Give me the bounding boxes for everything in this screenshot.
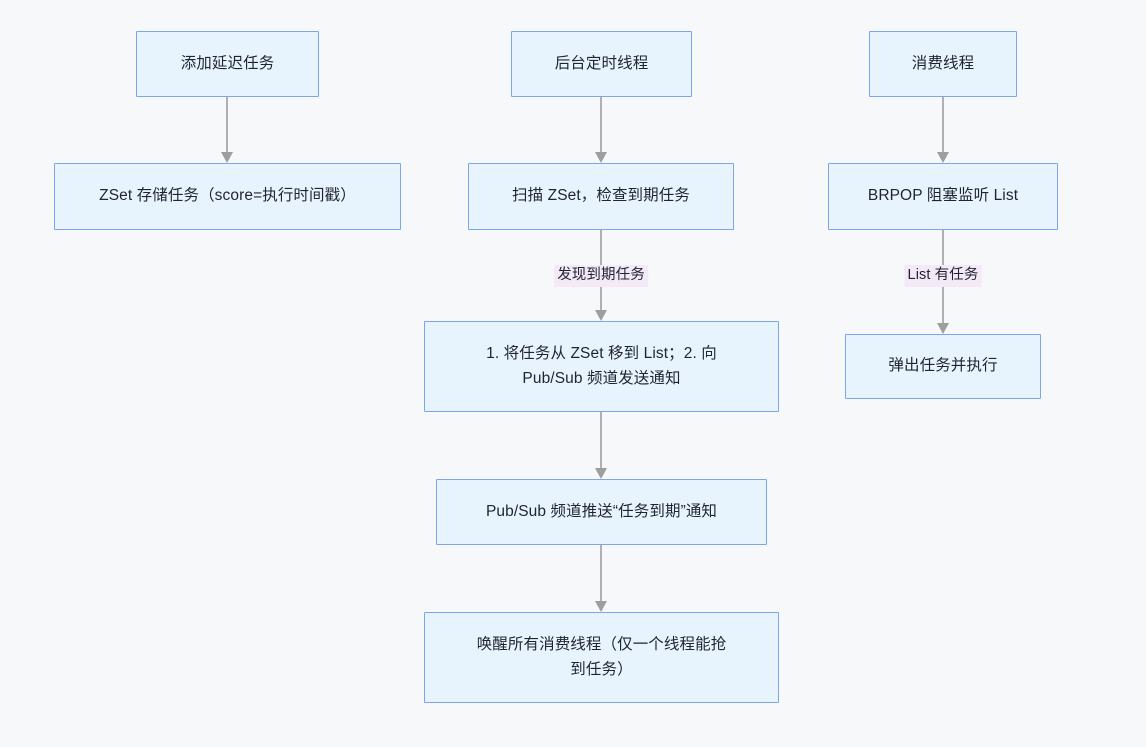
- flow-node-n2[interactable]: ZSet 存储任务（score=执行时间戳）: [54, 163, 401, 230]
- flow-edge: [221, 97, 233, 163]
- flow-node-label: ZSet 存储任务（score=执行时间戳）: [99, 187, 356, 205]
- flow-edge: [595, 545, 607, 612]
- flow-node-label: BRPOP 阻塞监听 List: [867, 187, 1019, 205]
- flow-node-n10[interactable]: 弹出任务并执行: [845, 334, 1041, 399]
- flow-edge: [595, 97, 607, 163]
- flow-node-n9[interactable]: BRPOP 阻塞监听 List: [828, 163, 1058, 230]
- flow-edge: [595, 412, 607, 479]
- flow-node-n7[interactable]: 唤醒所有消费线程（仅一个线程能抢 到任务）: [424, 612, 779, 703]
- flow-node-label: 扫描 ZSet，检查到期任务: [512, 187, 690, 205]
- flow-node-label: 1. 将任务从 ZSet 移到 List；2. 向 Pub/Sub 频道发送通知: [486, 345, 717, 387]
- arrowhead-icon: [595, 468, 607, 479]
- flow-edge: [937, 97, 949, 163]
- flow-node-n5[interactable]: 1. 将任务从 ZSet 移到 List；2. 向 Pub/Sub 频道发送通知: [424, 321, 779, 412]
- flow-node-n6[interactable]: Pub/Sub 频道推送“任务到期”通知: [436, 479, 767, 545]
- flow-node-n3[interactable]: 后台定时线程: [511, 31, 692, 97]
- arrowhead-icon: [221, 152, 233, 163]
- flow-node-label: 后台定时线程: [554, 54, 649, 72]
- arrowhead-icon: [937, 152, 949, 163]
- flow-node-n8[interactable]: 消费线程: [869, 31, 1017, 97]
- edge-label: List 有任务: [904, 265, 982, 288]
- arrowhead-icon: [595, 601, 607, 612]
- arrowhead-icon: [595, 310, 607, 321]
- flow-node-label: 消费线程: [911, 54, 975, 72]
- flow-node-n1[interactable]: 添加延迟任务: [136, 31, 319, 97]
- flow-node-label: Pub/Sub 频道推送“任务到期”通知: [485, 502, 718, 520]
- flow-node-label: 唤醒所有消费线程（仅一个线程能抢 到任务）: [476, 636, 727, 678]
- arrowhead-icon: [595, 152, 607, 163]
- edge-label: 发现到期任务: [554, 265, 648, 288]
- flow-node-n4[interactable]: 扫描 ZSet，检查到期任务: [468, 163, 734, 230]
- arrowhead-icon: [937, 323, 949, 334]
- flow-node-label: 弹出任务并执行: [888, 357, 998, 375]
- flow-node-label: 添加延迟任务: [180, 54, 275, 72]
